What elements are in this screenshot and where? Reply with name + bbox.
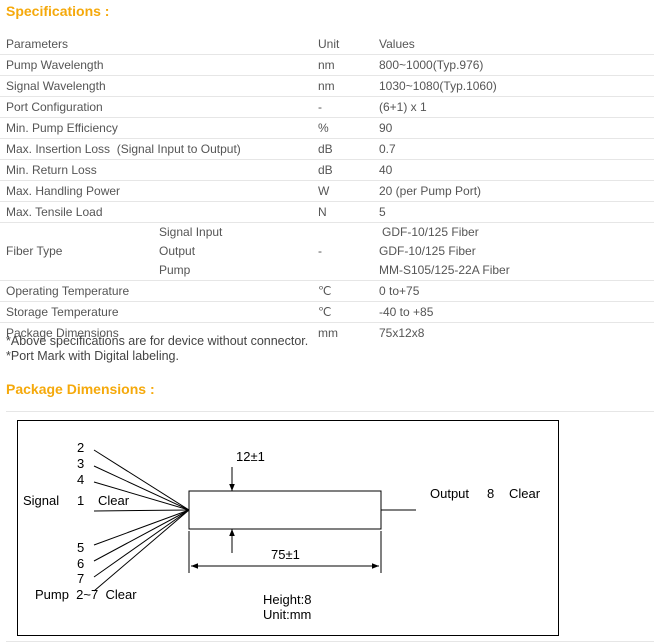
coupler-body (188, 490, 382, 530)
value-cell: 0 to+75 (379, 284, 420, 298)
value-cell: 75x12x8 (379, 326, 425, 340)
unit-cell: dB (318, 142, 333, 156)
param-cell: Max. Handling Power (6, 184, 121, 198)
unit-cell: - (318, 100, 322, 114)
table-row: Pump Wavelength nm 800~1000(Typ.976) (0, 55, 654, 76)
table-row: Port Configuration - (6+1) x 1 (0, 97, 654, 118)
value-cell: 40 (379, 163, 393, 177)
unit-cell: nm (318, 58, 335, 72)
package-drawing: 2 3 4 Signal 1 Clear 5 6 7 Pump 2~7 Clea… (23, 440, 541, 622)
port-3-label: 3 (77, 456, 84, 471)
table-row: Storage Temperature ℃ -40 to +85 (0, 302, 654, 323)
fiber-sub-label: Signal Input (159, 225, 223, 239)
param-cell: Operating Temperature (6, 284, 130, 298)
fiber-type-label: Fiber Type (6, 244, 63, 258)
unit-cell: - (318, 244, 322, 258)
fiber-signal-row: Signal Input GDF-10/125 Fiber (0, 223, 654, 242)
fiber-output-row: Fiber Type Output - GDF-10/125 Fiber (0, 242, 654, 261)
fiber-line (93, 509, 190, 578)
signal-clear-label: Clear (98, 493, 130, 508)
specifications-heading: Specifications : (6, 3, 110, 19)
unit-cell: ℃ (318, 305, 332, 319)
table-row: Max. Handling Power W 20 (per Pump Port) (0, 181, 654, 202)
signal-label: Signal (23, 493, 59, 508)
port-8-label: 8 (487, 486, 494, 501)
fiber-line (93, 481, 190, 511)
specifications-table: Parameters Unit Values Pump Wavelength n… (0, 34, 654, 343)
package-diagram-section: 2 3 4 Signal 1 Clear 5 6 7 Pump 2~7 Clea… (6, 411, 654, 642)
fiber-line (93, 449, 190, 511)
table-row: Signal Wavelength nm 1030~1080(Typ.1060) (0, 76, 654, 97)
param-cell: Port Configuration (6, 100, 103, 114)
table-row: Max. Insertion Loss (Signal Input to Out… (0, 139, 654, 160)
length-dimension-label: 75±1 (271, 547, 300, 562)
unit-cell: mm (318, 326, 338, 340)
fiber-line (93, 509, 190, 512)
value-cell: 20 (per Pump Port) (379, 184, 482, 198)
unit-cell: % (318, 121, 329, 135)
table-row: Min. Pump Efficiency % 90 (0, 118, 654, 139)
output-label: Output (430, 486, 469, 501)
value-cell: MM-S105/125-22A Fiber (379, 263, 510, 277)
fiber-line (93, 509, 190, 562)
param-cell: Storage Temperature (6, 305, 119, 319)
value-cell: 0.7 (379, 142, 396, 156)
value-cell: GDF-10/125 Fiber (379, 244, 476, 258)
pump-label: Pump 2~7 Clear (35, 587, 137, 602)
param-cell: Signal Wavelength (6, 79, 106, 93)
header-values: Values (379, 37, 415, 51)
fiber-pump-row: Pump MM-S105/125-22A Fiber (0, 261, 654, 281)
note-line: *Above specifications are for device wit… (6, 334, 309, 348)
param-cell: Max. Tensile Load (6, 205, 103, 219)
value-cell: 800~1000(Typ.976) (379, 58, 484, 72)
package-diagram: 2 3 4 Signal 1 Clear 5 6 7 Pump 2~7 Clea… (17, 420, 559, 636)
unit-label: Unit:mm (263, 607, 311, 622)
value-cell: 1030~1080(Typ.1060) (379, 79, 497, 93)
port-5-label: 5 (77, 540, 84, 555)
table-row: Min. Return Loss dB 40 (0, 160, 654, 181)
fiber-line (93, 465, 190, 511)
fiber-sub-label: Output (159, 244, 196, 258)
note-line: *Port Mark with Digital labeling. (6, 349, 179, 363)
param-cell: Max. Insertion Loss (Signal Input to Out… (6, 142, 241, 156)
unit-cell: N (318, 205, 327, 219)
spec-notes: *Above specifications are for device wit… (6, 334, 308, 364)
value-cell: 5 (379, 205, 386, 219)
package-dimensions-heading: Package Dimensions : (6, 381, 155, 397)
input-fibers (93, 449, 416, 592)
port-4-label: 4 (77, 472, 84, 487)
port-6-label: 6 (77, 556, 84, 571)
output-clear-label: Clear (509, 486, 541, 501)
unit-cell: dB (318, 163, 333, 177)
height-label: Height:8 (263, 592, 311, 607)
unit-cell: ℃ (318, 284, 332, 298)
fiber-line (93, 509, 190, 546)
table-row: Operating Temperature ℃ 0 to+75 (0, 281, 654, 302)
table-header-row: Parameters Unit Values (0, 34, 654, 55)
param-cell: Min. Pump Efficiency (6, 121, 118, 135)
port-2-label: 2 (77, 440, 84, 455)
header-unit: Unit (318, 37, 340, 51)
param-cell: Pump Wavelength (6, 58, 104, 72)
header-parameters: Parameters (6, 37, 69, 51)
param-cell: Package Dimensions (6, 326, 119, 340)
port-1-label: 1 (77, 493, 84, 508)
table-row: Max. Tensile Load N 5 (0, 202, 654, 223)
unit-cell: W (318, 184, 330, 198)
table-row: Package Dimensions mm 75x12x8 (0, 323, 654, 343)
value-cell: -40 to +85 (379, 305, 434, 319)
fiber-sub-label: Pump (159, 263, 191, 277)
value-cell: (6+1) x 1 (379, 100, 427, 114)
unit-cell: nm (318, 79, 335, 93)
width-dimension-label: 12±1 (236, 449, 265, 464)
fiber-line (93, 509, 190, 592)
port-7-label: 7 (77, 571, 84, 586)
value-cell: GDF-10/125 Fiber (382, 225, 479, 239)
value-cell: 90 (379, 121, 393, 135)
param-cell: Min. Return Loss (6, 163, 97, 177)
